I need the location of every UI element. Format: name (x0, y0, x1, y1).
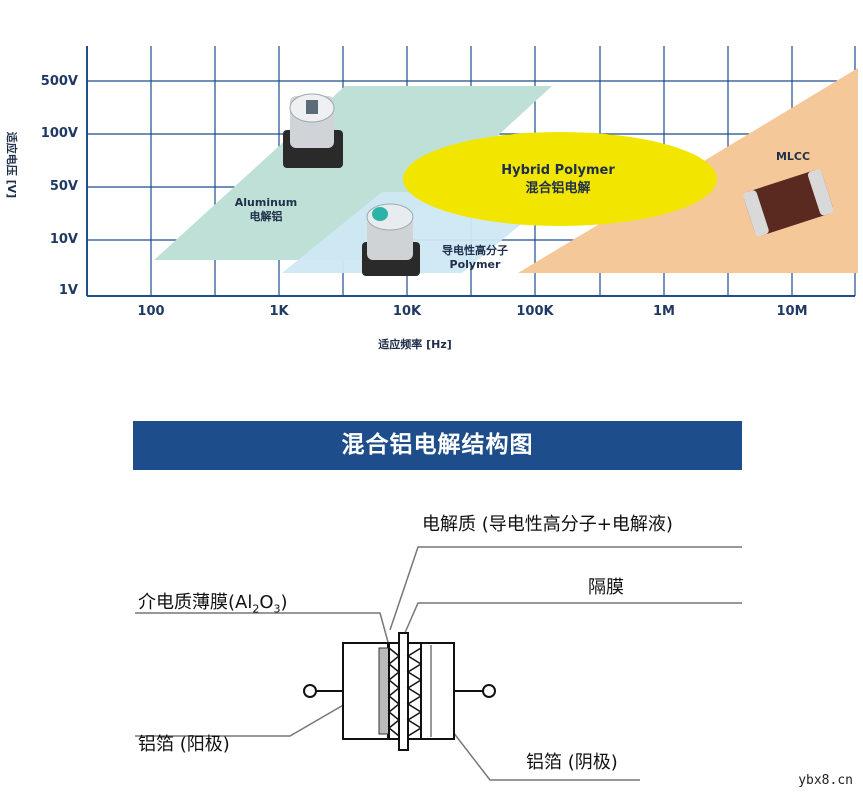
cathode-foil (420, 642, 455, 740)
hybrid-polymer-region (403, 132, 717, 226)
x-tick-1k: 1K (269, 304, 289, 319)
aluminum-capacitor-image (283, 93, 343, 168)
mlcc-chip-image (743, 169, 834, 237)
structure-diagram (135, 546, 742, 781)
aluminum-label: Aluminum 电解铝 (226, 196, 306, 224)
x-tick-100k: 100K (516, 304, 554, 319)
mlcc-label: MLCC (775, 150, 811, 163)
polymer-label: 导电性高分子 Polymer (430, 244, 520, 272)
frequency-voltage-chart: 适应电压 [V] 500V 100V 50V 10V 1V 100 1K 10K… (0, 0, 863, 360)
y-tick-10v: 10V (49, 232, 78, 247)
aluminum-label-en: Aluminum (234, 196, 298, 209)
electrolyte-leader-line (389, 546, 742, 631)
hybrid-label-en: Hybrid Polymer (501, 163, 615, 178)
separator-label: 隔膜 (588, 577, 624, 598)
cathode-label: 铝箔 (阴极) (526, 752, 618, 773)
dielectric-label-sub2: 3 (273, 602, 281, 616)
dielectric-label: 介电质薄膜(Al2O3) (138, 588, 288, 616)
chart-canvas (86, 46, 858, 297)
dielectric-label-mid: O (259, 592, 274, 613)
anode-terminal (303, 684, 317, 698)
dielectric-leader-line (135, 612, 389, 643)
hybrid-label: Hybrid Polymer 混合铝电解 (478, 162, 638, 198)
y-tick-1v: 1V (58, 283, 78, 298)
electrolyte-zigzag-right (406, 647, 423, 737)
dielectric-label-suffix: ) (280, 592, 288, 613)
polymer-label-en: Polymer (449, 258, 501, 271)
y-tick-100v: 100V (40, 126, 78, 141)
dielectric-film (378, 647, 390, 735)
electrolyte-zigzag-left (387, 647, 401, 737)
electrolyte-label: 电解质 (导电性高分子+电解液) (422, 514, 673, 535)
structure-title-banner: 混合铝电解结构图 (133, 421, 742, 470)
dielectric-label-prefix: 介电质薄膜(Al (138, 592, 253, 613)
cathode-terminal (482, 684, 496, 698)
y-tick-500v: 500V (40, 74, 78, 89)
x-tick-10m: 10M (776, 304, 808, 319)
watermark: ybx8.cn (798, 773, 853, 788)
separator-membrane (398, 632, 409, 751)
x-tick-10k: 10K (392, 304, 422, 319)
separator-leader-line (403, 602, 742, 636)
x-tick-1m: 1M (653, 304, 675, 319)
y-tick-50v: 50V (49, 179, 78, 194)
polymer-label-cn: 导电性高分子 (442, 244, 508, 257)
x-tick-100: 100 (137, 304, 165, 319)
polymer-capacitor-image (362, 203, 420, 276)
aluminum-region (154, 86, 552, 260)
x-axis-title: 适应频率 [Hz] (378, 338, 452, 351)
anode-label: 铝箔 (阳极) (138, 734, 230, 755)
anode-leader-line (135, 699, 353, 737)
aluminum-label-cn: 电解铝 (249, 210, 283, 223)
hybrid-label-cn: 混合铝电解 (525, 181, 591, 196)
dielectric-label-sub1: 2 (252, 602, 260, 616)
